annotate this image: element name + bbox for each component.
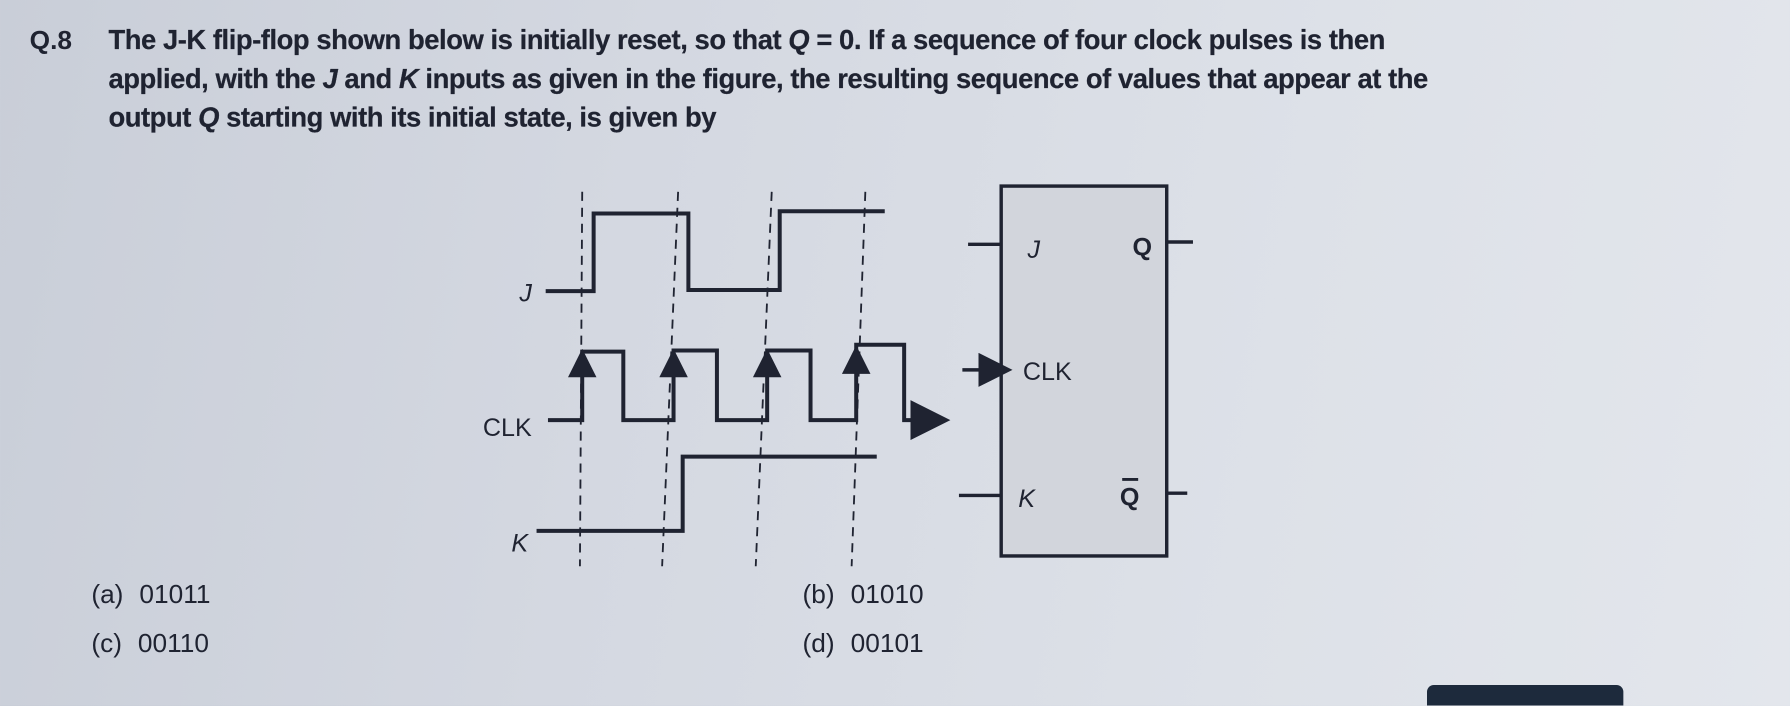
- jk-flipflop-block: J Q CLK K Q: [958, 184, 1193, 558]
- question-line-1: The J-K flip-flop shown below is initial…: [108, 25, 1385, 56]
- j-signal-label: J: [518, 279, 532, 307]
- guide-line: [579, 191, 584, 567]
- clk-waveform: [547, 342, 951, 441]
- option-d[interactable]: (d)00101: [802, 627, 924, 658]
- dark-object-edge: [1427, 684, 1624, 706]
- j-waveform: [545, 209, 885, 294]
- option-a[interactable]: (a)01011: [91, 578, 211, 609]
- option-b[interactable]: (b)01010: [802, 578, 924, 609]
- clock-edge-guides: [579, 191, 867, 567]
- option-c[interactable]: (c)00110: [91, 627, 210, 658]
- k-signal-label: K: [511, 529, 529, 557]
- ff-k-label: K: [1018, 485, 1036, 513]
- ff-q-label: Q: [1132, 234, 1152, 262]
- guide-line: [754, 191, 773, 567]
- ff-qbar-label: Q: [1120, 484, 1140, 512]
- k-waveform: [536, 454, 877, 533]
- ff-clk-label: CLK: [1023, 358, 1072, 386]
- rising-edge-arrows: [567, 345, 871, 394]
- question-line-3: output Q starting with its initial state…: [108, 102, 717, 134]
- question-number: Q.8: [29, 25, 73, 55]
- guide-line: [661, 191, 680, 567]
- guide-line: [850, 191, 867, 567]
- ff-j-label: J: [1026, 236, 1040, 264]
- clk-signal-label: CLK: [483, 414, 532, 442]
- question-line-2: applied, with the J and K inputs as give…: [108, 63, 1428, 95]
